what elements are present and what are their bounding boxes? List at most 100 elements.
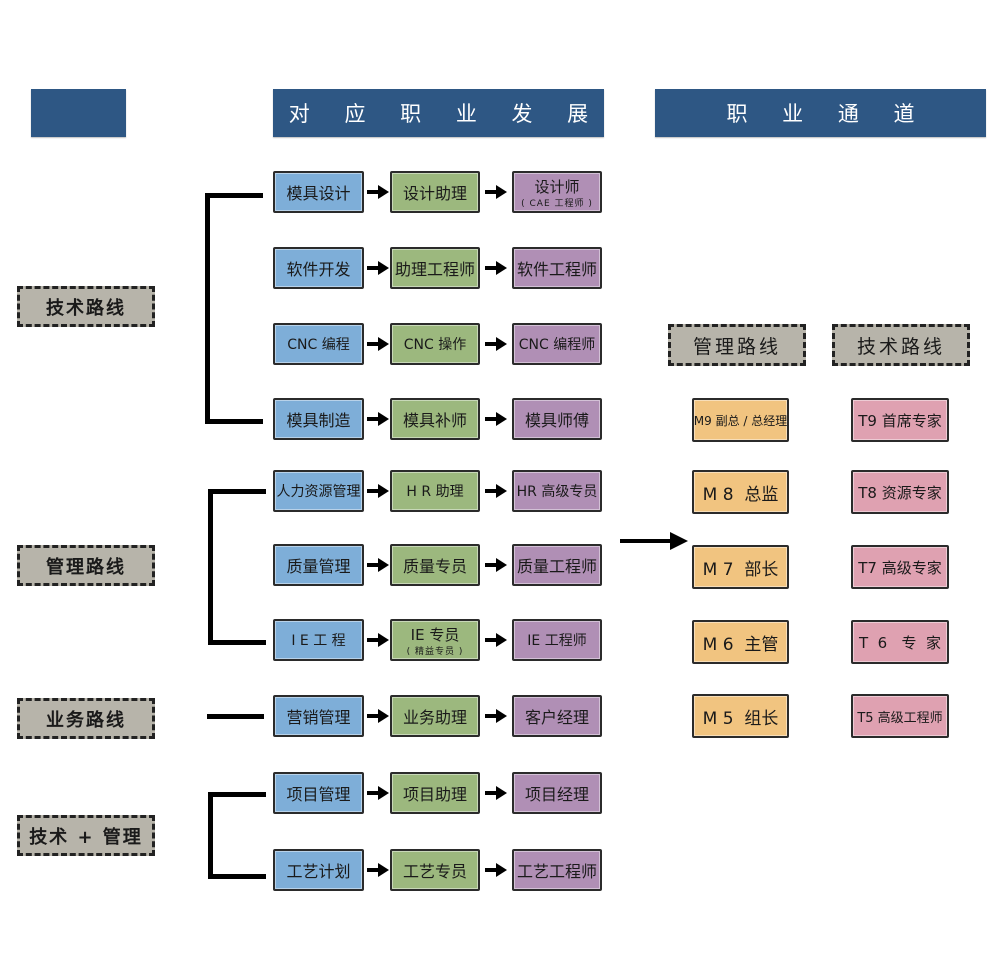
route-label-technical: 技术路线	[17, 286, 155, 327]
career-development-header: 对 应 职 业 发 展	[273, 89, 604, 137]
bracket-top-arm	[205, 193, 263, 198]
level-label: T 6 专 家	[858, 633, 942, 652]
arrow-right-icon	[367, 337, 389, 351]
arrow-right-icon	[367, 484, 389, 498]
channel-label-technical: 技术路线	[832, 324, 970, 366]
arrow-right-icon	[485, 633, 507, 647]
entry-role-box: I E 工 程	[273, 619, 364, 661]
senior-role-box: 质量工程师	[512, 544, 602, 586]
senior-role-box: 软件工程师	[512, 247, 602, 289]
role-title: IE 专员	[410, 625, 460, 644]
role-title: 工艺工程师	[516, 862, 597, 881]
level-label: M 8 总监	[702, 484, 779, 505]
level-label: T7 高级专家	[858, 558, 942, 577]
senior-role-box: 模具师傅	[512, 398, 602, 440]
arrow-right-icon	[620, 532, 688, 550]
technical-level-box: T9 首席专家	[851, 398, 949, 442]
role-title: 项目管理	[286, 785, 351, 804]
arrow-right-icon	[485, 185, 507, 199]
senior-role-box: CNC 编程师	[512, 323, 602, 365]
arrow-right-icon	[367, 412, 389, 426]
role-subtitle: ( CAE 工程师 )	[521, 198, 593, 209]
arrow-right-icon	[367, 786, 389, 800]
role-title: 模具制造	[286, 411, 351, 430]
role-subtitle: ( 精益专员 )	[406, 646, 464, 657]
technical-level-box: T 6 专 家	[851, 620, 949, 664]
role-title: 软件开发	[286, 260, 351, 279]
arrow-right-icon	[367, 633, 389, 647]
role-title: 项目助理	[402, 785, 467, 804]
entry-role-box: 营销管理	[273, 695, 364, 737]
role-title: 工艺计划	[286, 862, 351, 881]
level-label: T8 资源专家	[858, 483, 942, 502]
business-connector	[207, 714, 264, 719]
role-title: 业务助理	[402, 708, 467, 727]
role-title: HR 高级专员	[516, 484, 598, 500]
assistant-role-box: CNC 操作	[390, 323, 480, 365]
technical-level-box: T7 高级专家	[851, 545, 949, 589]
assistant-role-box: IE 专员 ( 精益专员 )	[390, 619, 480, 661]
arrow-right-icon	[367, 558, 389, 572]
senior-role-box: 工艺工程师	[512, 849, 602, 891]
assistant-role-box: H R 助理	[390, 470, 480, 512]
arrow-right-icon	[485, 863, 507, 877]
role-title: 营销管理	[286, 708, 351, 727]
left-header-block	[31, 89, 126, 137]
route-label-business: 业务路线	[17, 698, 155, 739]
role-title: I E 工 程	[291, 633, 346, 649]
entry-role-box: CNC 编程	[273, 323, 364, 365]
bracket-bottom-arm	[205, 419, 263, 424]
arrow-right-icon	[485, 558, 507, 572]
bracket-top-arm	[208, 489, 266, 494]
assistant-role-box: 工艺专员	[390, 849, 480, 891]
entry-role-box: 模具设计	[273, 171, 364, 213]
role-title: CNC 操作	[403, 337, 467, 353]
role-title: IE 工程师	[527, 633, 587, 649]
role-title: 模具设计	[286, 184, 351, 203]
level-label: M 5 组长	[702, 708, 779, 729]
bracket-bottom-arm	[208, 874, 266, 879]
arrow-right-icon	[367, 185, 389, 199]
senior-role-box: 设计师 ( CAE 工程师 )	[512, 171, 602, 213]
management-level-box: M9 副总 / 总经理	[692, 398, 789, 442]
entry-role-box: 人力资源管理	[273, 470, 364, 512]
route-label-management: 管理路线	[17, 545, 155, 586]
assistant-role-box: 业务助理	[390, 695, 480, 737]
role-title: 项目经理	[524, 785, 589, 804]
bracket-vertical	[208, 792, 213, 879]
level-label: T9 首席专家	[858, 411, 942, 430]
role-title: 质量专员	[402, 557, 467, 576]
assistant-role-box: 助理工程师	[390, 247, 480, 289]
arrow-right-icon	[485, 709, 507, 723]
management-level-box: M 7 部长	[692, 545, 789, 589]
assistant-role-box: 项目助理	[390, 772, 480, 814]
senior-role-box: 项目经理	[512, 772, 602, 814]
arrow-right-icon	[485, 337, 507, 351]
arrow-right-icon	[485, 786, 507, 800]
route-label-tech-plus-mgmt: 技术 + 管理	[17, 815, 155, 856]
arrow-right-icon	[485, 484, 507, 498]
role-title: 工艺专员	[402, 862, 467, 881]
level-label: M 6 主管	[702, 634, 779, 655]
role-title: 质量工程师	[516, 557, 597, 576]
arrow-right-icon	[367, 261, 389, 275]
arrow-right-icon	[485, 261, 507, 275]
role-title: 设计师	[534, 177, 580, 196]
assistant-role-box: 设计助理	[390, 171, 480, 213]
bracket-vertical	[208, 489, 213, 645]
career-channel-header: 职 业 通 道	[655, 89, 986, 137]
role-title: 模具师傅	[524, 411, 589, 430]
bracket-top-arm	[208, 792, 266, 797]
career-development-title: 对 应 职 业 发 展	[288, 102, 603, 126]
senior-role-box: 客户经理	[512, 695, 602, 737]
entry-role-box: 模具制造	[273, 398, 364, 440]
bracket-vertical	[205, 193, 210, 424]
assistant-role-box: 模具补师	[390, 398, 480, 440]
management-level-box: M 8 总监	[692, 470, 789, 514]
arrow-right-icon	[367, 863, 389, 877]
role-title: CNC 编程	[287, 337, 350, 353]
technical-level-box: T5 高级工程师	[851, 694, 949, 738]
senior-role-box: IE 工程师	[512, 619, 602, 661]
senior-role-box: HR 高级专员	[512, 470, 602, 512]
arrow-right-icon	[367, 709, 389, 723]
